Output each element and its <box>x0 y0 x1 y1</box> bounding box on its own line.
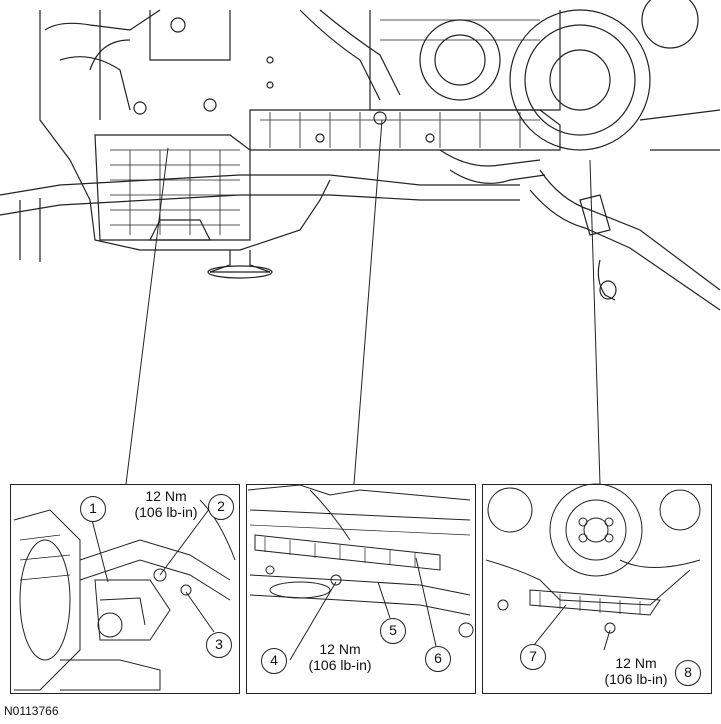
torque-spec-alt-units: (106 lb-in) <box>604 671 668 687</box>
callout-leaders <box>91 507 611 661</box>
torque-spec-panel-1: 12 Nm (106 lb-in) <box>128 488 204 520</box>
torque-spec-panel-3: 12 Nm (106 lb-in) <box>598 655 674 687</box>
callout-3: 3 <box>206 632 232 658</box>
torque-spec-value: 12 Nm <box>319 641 361 657</box>
callout-8: 8 <box>675 660 701 686</box>
callout-4: 4 <box>261 648 287 674</box>
main-overview-drawing <box>0 0 721 311</box>
callout-7: 7 <box>520 644 546 670</box>
torque-spec-panel-2: 12 Nm (106 lb-in) <box>302 641 378 673</box>
figure-id: N0113766 <box>4 704 59 718</box>
detail-panel-2-drawing <box>247 484 474 638</box>
callout-6: 6 <box>425 646 451 672</box>
torque-spec-value: 12 Nm <box>615 655 657 671</box>
detail-panel-1 <box>10 484 240 694</box>
detail-panel-3 <box>482 484 712 694</box>
torque-spec-alt-units: (106 lb-in) <box>308 657 372 673</box>
detail-panel-2 <box>246 484 476 694</box>
callout-2: 2 <box>208 494 234 520</box>
torque-spec-alt-units: (106 lb-in) <box>134 504 198 520</box>
torque-spec-value: 12 Nm <box>145 488 187 504</box>
leader-lines <box>125 119 601 485</box>
callout-5: 5 <box>380 618 406 644</box>
callout-1: 1 <box>80 496 106 522</box>
